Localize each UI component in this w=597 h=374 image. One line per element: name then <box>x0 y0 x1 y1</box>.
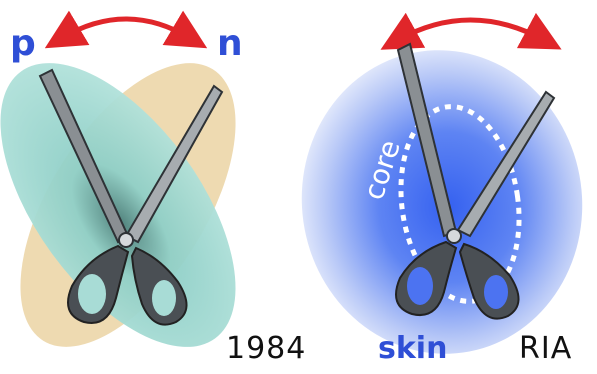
skin-label: skin <box>378 334 447 364</box>
double-arrow-icon <box>398 20 544 40</box>
proton-label: p <box>10 26 36 62</box>
year-label: 1984 <box>226 334 306 364</box>
ria-label: RIA <box>519 334 572 364</box>
double-arrow-icon <box>62 19 190 38</box>
neutron-label: n <box>217 26 243 62</box>
